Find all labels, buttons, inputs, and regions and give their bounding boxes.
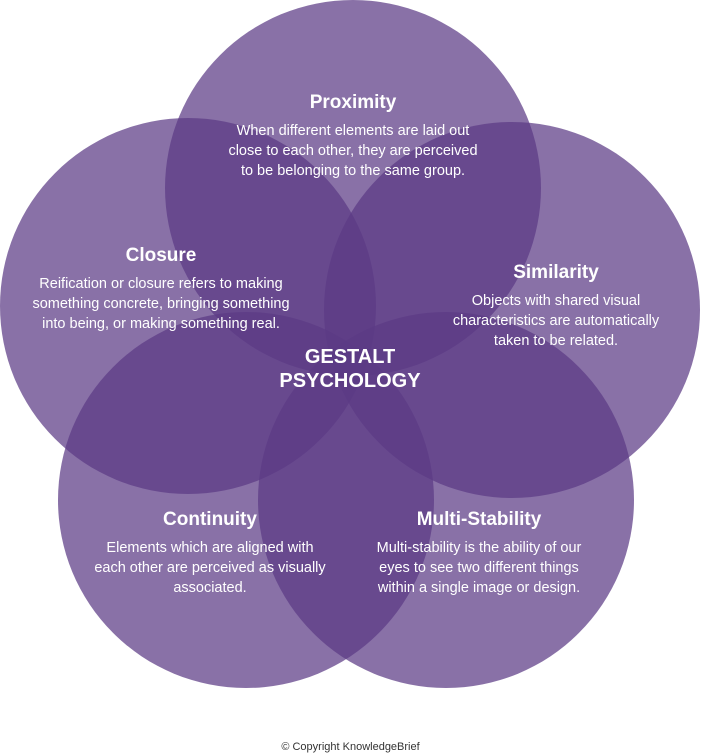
center-title: GESTALT PSYCHOLOGY: [230, 345, 470, 393]
center-title-line2: PSYCHOLOGY: [279, 370, 421, 392]
continuity-title: Continuity: [163, 509, 257, 530]
multi-stability-label: Multi-Stability Multi-stability is the a…: [360, 509, 598, 598]
similarity-description: Objects with shared visual characteristi…: [452, 293, 660, 349]
closure-description: Reification or closure refers to making …: [32, 276, 290, 332]
continuity-label: Continuity Elements which are aligned wi…: [92, 509, 328, 598]
continuity-description: Elements which are aligned with each oth…: [94, 540, 326, 596]
multi-stability-title: Multi-Stability: [416, 509, 542, 530]
proximity-label: Proximity When different elements are la…: [228, 92, 478, 181]
proximity-description: When different elements are laid out clo…: [228, 123, 478, 179]
closure-title: Closure: [125, 245, 197, 266]
multi-stability-description: Multi-stability is the ability of our ey…: [376, 540, 582, 596]
center-title-line1: GESTALT: [304, 346, 396, 368]
similarity-label: Similarity Objects with shared visual ch…: [438, 262, 674, 351]
multi-stability-circle: [258, 312, 634, 688]
copyright-footer: © Copyright KnowledgeBrief: [281, 741, 420, 753]
closure-label: Closure Reification or closure refers to…: [26, 245, 296, 334]
proximity-title: Proximity: [309, 92, 397, 113]
similarity-title: Similarity: [513, 262, 599, 283]
